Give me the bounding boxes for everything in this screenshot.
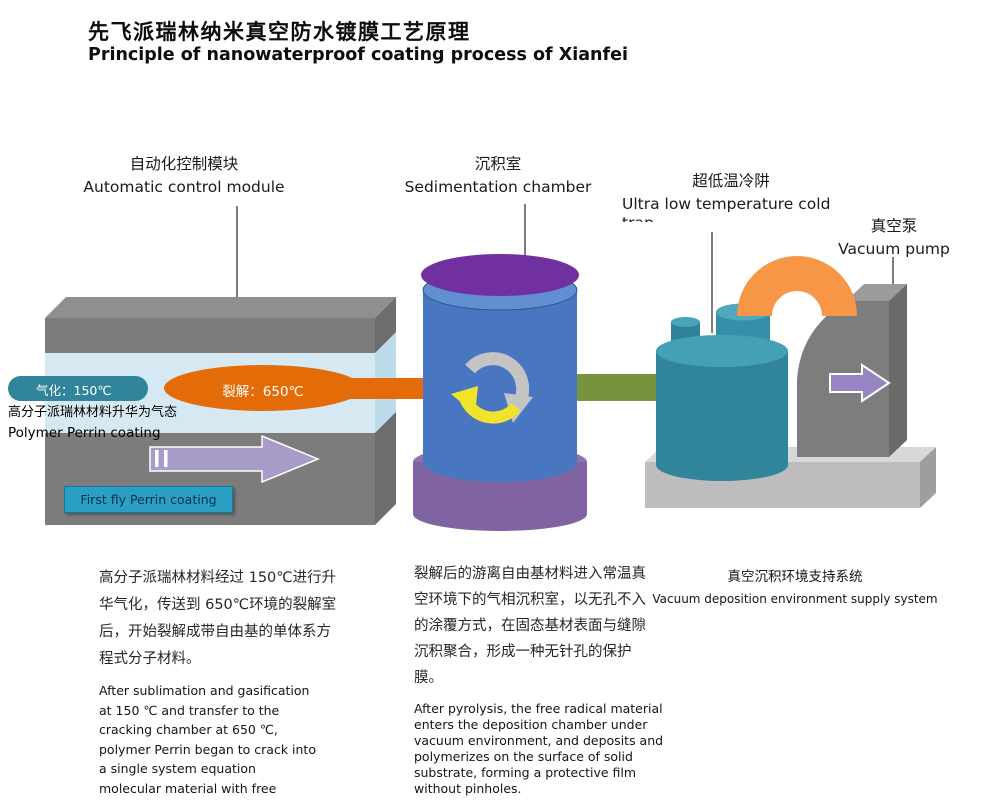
note-right-en: Vacuum deposition environment supply sys… (652, 592, 938, 606)
callout-pump-en: Vacuum pump (838, 240, 950, 258)
page-title-en: Principle of nanowaterproof coating proc… (88, 45, 628, 65)
callout-coldtrap-en: Ultra low temperature cold (622, 195, 831, 213)
callout-cold-trap: 超低温冷阱 Ultra low temperature cold trap (622, 169, 840, 222)
callout-sedimentation-chamber: 沉积室 Sedimentation chamber (399, 152, 597, 199)
platform-side (920, 447, 936, 508)
recycle-gray-arc (465, 352, 530, 407)
transfer-pipe-green (566, 374, 674, 401)
flow-arrow-bar (164, 450, 168, 467)
box-top-face (45, 297, 396, 318)
cold-trap (656, 303, 788, 481)
arch-pipe (737, 256, 857, 316)
cold-trap-bottom (656, 449, 788, 481)
recycle-arrows-icon (451, 352, 533, 424)
callout-coldtrap-zh: 超低温冷阱 (692, 172, 770, 190)
gasification-temp-label: 气化：150℃ (36, 383, 112, 398)
cold-trap-body (656, 351, 788, 465)
cylinder-bottom (423, 442, 577, 482)
note-right-zh: 真空沉积环境支持系统 (727, 569, 863, 585)
cylinder-purple-cap (421, 254, 579, 296)
gasification-pill (8, 376, 148, 401)
cold-trap-top (656, 335, 788, 367)
cylinder-base-bottom (413, 497, 587, 531)
cracking-outlet-pipe (340, 378, 432, 399)
callout-control-zh: 自动化控制模块 (129, 155, 239, 173)
recycle-yellow-head (451, 386, 478, 414)
pump-top (846, 284, 907, 301)
callout-chamber-en: Sedimentation chamber (404, 178, 592, 196)
pump-flow-arrow (829, 363, 891, 403)
callout-control-module: 自动化控制模块 Automatic control module (78, 152, 290, 199)
deposition-cylinder (421, 254, 579, 482)
callout-pump-zh: 真空泵 (870, 217, 918, 235)
first-fly-perrin-button-label: First fly Perrin coating (80, 492, 217, 507)
vacuum-pump-body (797, 284, 907, 457)
flow-arrow (149, 434, 320, 484)
callout-control-en: Automatic control module (83, 178, 285, 196)
cracking-temp-label: 裂解：650℃ (222, 384, 304, 400)
callout-coldtrap-en-clipped: trap (622, 216, 840, 222)
pump-side (889, 284, 907, 457)
note-left-en: After sublimation and gasification at 15… (99, 683, 316, 796)
page-title-zh: 先飞派瑞林纳米真空防水镀膜工艺原理 (88, 20, 471, 44)
note-left-zh: 高分子派瑞林材料经过 150℃进行升华气化，传送到 650℃环境的裂解室后，开始… (99, 570, 337, 667)
feed-material-label-zh: 高分子派瑞林材料升华为气态 (8, 405, 178, 420)
callout-vacuum-pump: 真空泵 Vacuum pump (833, 214, 955, 261)
cracking-ellipse (164, 365, 362, 411)
note-middle-en: After pyrolysis, the free radical materi… (414, 701, 664, 796)
note-middle-zh: 裂解后的游离自由基材料进入常温真空环境下的气相沉积室，以无孔不入的涂覆方式，在固… (414, 566, 646, 686)
cylinder-body (423, 290, 577, 462)
cold-trap-nozzle-small-top (671, 317, 700, 327)
first-fly-perrin-button[interactable]: First fly Perrin coating (64, 486, 233, 513)
flow-arrow-bar (155, 450, 159, 467)
feed-material-label-en: Polymer Perrin coating (8, 425, 161, 441)
flow-arrow-shape (149, 434, 320, 484)
callout-chamber-zh: 沉积室 (474, 155, 522, 173)
